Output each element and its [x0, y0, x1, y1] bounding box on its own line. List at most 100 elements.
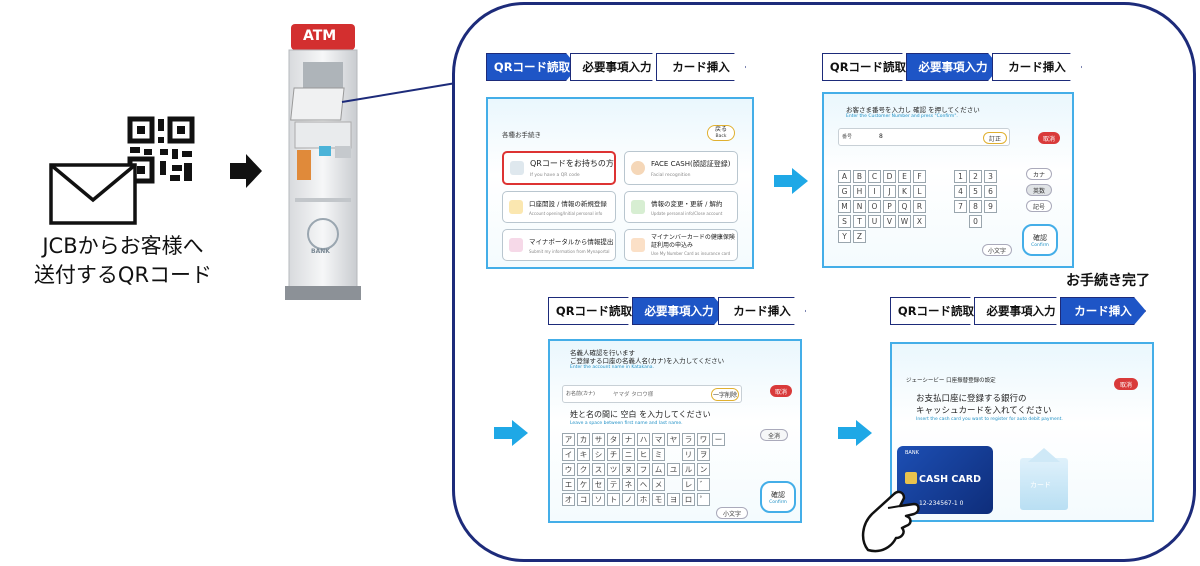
- confirm-button[interactable]: 確認 Confirm: [760, 481, 796, 513]
- cancel-button[interactable]: 取消: [1114, 378, 1138, 390]
- letter-key[interactable]: G: [838, 185, 851, 198]
- digit-key[interactable]: 6: [984, 185, 997, 198]
- letter-key[interactable]: M: [838, 200, 851, 213]
- kana-key[interactable]: ヘ: [637, 478, 650, 491]
- kana-key[interactable]: ゛: [697, 478, 710, 491]
- letter-key[interactable]: A: [838, 170, 851, 183]
- kana-key[interactable]: ニ: [622, 448, 635, 461]
- kana-key[interactable]: チ: [607, 448, 620, 461]
- kana-key[interactable]: ン: [697, 463, 710, 476]
- kana-key[interactable]: ク: [577, 463, 590, 476]
- digit-key[interactable]: 2: [969, 170, 982, 183]
- face-cash-button[interactable]: FACE CASH(顔認証登録)Facial recognition: [624, 151, 738, 185]
- all-clear-button[interactable]: 全消: [760, 429, 788, 441]
- kana-key[interactable]: ゜: [697, 493, 710, 506]
- kana-key[interactable]: フ: [637, 463, 650, 476]
- lowercase-button[interactable]: 小文字: [982, 244, 1012, 256]
- clear-button[interactable]: 訂正: [983, 132, 1007, 144]
- kana-key[interactable]: レ: [682, 478, 695, 491]
- kana-key[interactable]: タ: [607, 433, 620, 446]
- kana-key[interactable]: ユ: [667, 463, 680, 476]
- letter-key[interactable]: U: [868, 215, 881, 228]
- kana-key[interactable]: マ: [652, 433, 665, 446]
- kana-key[interactable]: セ: [592, 478, 605, 491]
- kana-key[interactable]: カ: [577, 433, 590, 446]
- letter-key[interactable]: L: [913, 185, 926, 198]
- letter-key[interactable]: P: [883, 200, 896, 213]
- letter-key[interactable]: B: [853, 170, 866, 183]
- kana-key[interactable]: ヌ: [622, 463, 635, 476]
- kana-key[interactable]: ラ: [682, 433, 695, 446]
- kana-key[interactable]: ネ: [622, 478, 635, 491]
- letter-key[interactable]: S: [838, 215, 851, 228]
- letter-key[interactable]: I: [868, 185, 881, 198]
- digit-key[interactable]: 5: [969, 185, 982, 198]
- digit-key[interactable]: 0: [969, 215, 982, 228]
- kana-key[interactable]: ト: [607, 493, 620, 506]
- letter-key[interactable]: R: [913, 200, 926, 213]
- letter-key[interactable]: Y: [838, 230, 851, 243]
- kana-key[interactable]: ヨ: [667, 493, 680, 506]
- kana-key[interactable]: ツ: [607, 463, 620, 476]
- kana-key[interactable]: ホ: [637, 493, 650, 506]
- kana-key[interactable]: テ: [607, 478, 620, 491]
- kana-key[interactable]: メ: [652, 478, 665, 491]
- kana-key[interactable]: ー: [712, 433, 725, 446]
- letter-key[interactable]: V: [883, 215, 896, 228]
- kana-key[interactable]: ワ: [697, 433, 710, 446]
- symbol-mode-button[interactable]: 記号: [1026, 200, 1052, 212]
- cancel-button[interactable]: 取消: [770, 385, 792, 397]
- kana-key[interactable]: ア: [562, 433, 575, 446]
- kana-key[interactable]: キ: [577, 448, 590, 461]
- kana-key[interactable]: ス: [592, 463, 605, 476]
- kana-key[interactable]: サ: [592, 433, 605, 446]
- kana-key[interactable]: コ: [577, 493, 590, 506]
- kana-key[interactable]: ノ: [622, 493, 635, 506]
- kana-key[interactable]: ヤ: [667, 433, 680, 446]
- delete-one-button[interactable]: 一字削除: [711, 388, 739, 401]
- digit-key[interactable]: 3: [984, 170, 997, 183]
- kana-key[interactable]: ヲ: [697, 448, 710, 461]
- digit-key[interactable]: 8: [969, 200, 982, 213]
- kana-key[interactable]: ケ: [577, 478, 590, 491]
- kana-key[interactable]: ム: [652, 463, 665, 476]
- digit-key[interactable]: 1: [954, 170, 967, 183]
- letter-key[interactable]: C: [868, 170, 881, 183]
- digit-key[interactable]: 4: [954, 185, 967, 198]
- letter-key[interactable]: Q: [898, 200, 911, 213]
- letter-key[interactable]: H: [853, 185, 866, 198]
- alnum-mode-button[interactable]: 英数: [1026, 184, 1052, 196]
- kana-key[interactable]: ナ: [622, 433, 635, 446]
- letter-key[interactable]: K: [898, 185, 911, 198]
- letter-key[interactable]: E: [898, 170, 911, 183]
- kana-key[interactable]: シ: [592, 448, 605, 461]
- letter-key[interactable]: T: [853, 215, 866, 228]
- kana-key[interactable]: イ: [562, 448, 575, 461]
- kana-key[interactable]: オ: [562, 493, 575, 506]
- kana-key[interactable]: ミ: [652, 448, 665, 461]
- letter-key[interactable]: N: [853, 200, 866, 213]
- kana-key[interactable]: ウ: [562, 463, 575, 476]
- kana-key[interactable]: ロ: [682, 493, 695, 506]
- back-button[interactable]: 戻る Back: [707, 125, 735, 141]
- kana-key[interactable]: ハ: [637, 433, 650, 446]
- kana-mode-button[interactable]: カナ: [1026, 168, 1052, 180]
- lowercase-button[interactable]: 小文字: [716, 507, 748, 519]
- digit-key[interactable]: 7: [954, 200, 967, 213]
- digit-key[interactable]: 9: [984, 200, 997, 213]
- confirm-button[interactable]: 確認 Confirm: [1022, 224, 1058, 256]
- kana-key[interactable]: リ: [682, 448, 695, 461]
- letter-key[interactable]: O: [868, 200, 881, 213]
- kana-key[interactable]: ヒ: [637, 448, 650, 461]
- name-field[interactable]: お名前(カナ) ヤマダ タロウ様 一字削除: [562, 385, 742, 403]
- kana-key[interactable]: モ: [652, 493, 665, 506]
- cancel-button[interactable]: 取消: [1038, 132, 1060, 144]
- letter-key[interactable]: X: [913, 215, 926, 228]
- kana-key[interactable]: エ: [562, 478, 575, 491]
- letter-key[interactable]: Z: [853, 230, 866, 243]
